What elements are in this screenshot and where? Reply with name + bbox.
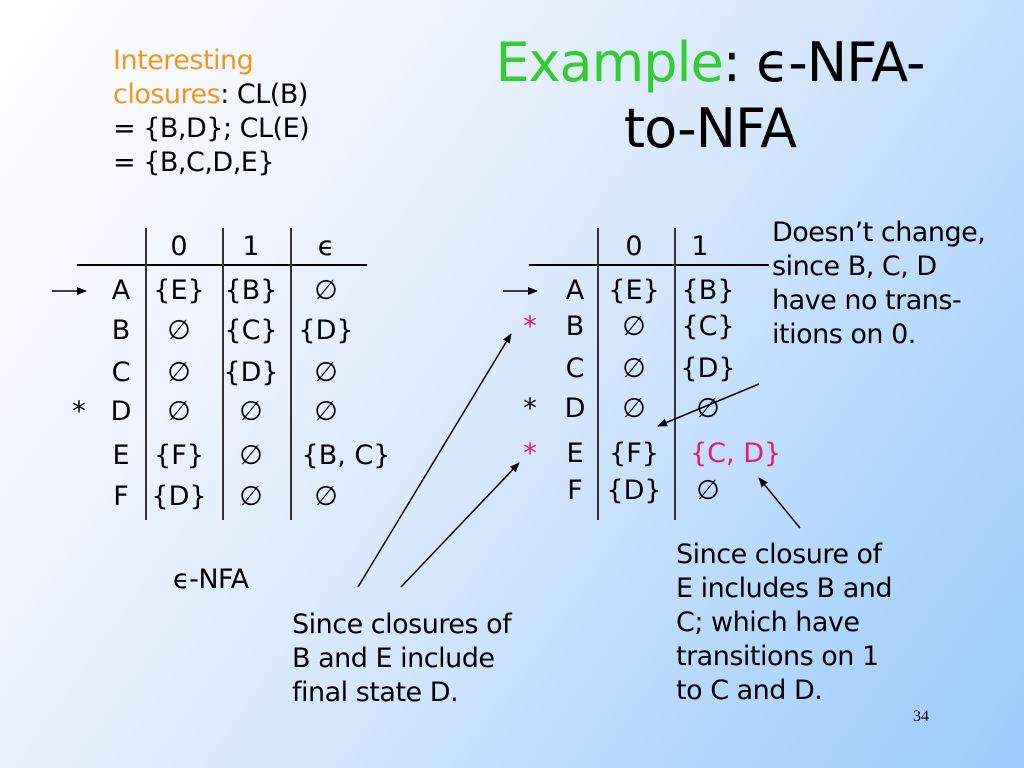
transition-cell: {B} bbox=[224, 275, 278, 306]
nfa-column-divider bbox=[597, 228, 599, 520]
note-line: since B, C, D bbox=[772, 251, 937, 282]
arrow-to-e-star bbox=[400, 462, 520, 588]
note-line: itions on 0. bbox=[772, 319, 916, 350]
title-line-2: to-NFA bbox=[623, 97, 797, 160]
title-accent-word: Example bbox=[495, 31, 723, 94]
transition-cell: {E} bbox=[153, 275, 205, 306]
enfa-column-header: ϵ bbox=[317, 231, 335, 262]
transition-cell: ∅ bbox=[314, 481, 338, 512]
transition-cell: ∅ bbox=[696, 393, 720, 424]
transition-cell: {B} bbox=[681, 275, 735, 306]
state-label: E bbox=[566, 438, 584, 469]
arrow-to-zero-column bbox=[657, 383, 760, 427]
closures-line-1: Interesting bbox=[113, 45, 254, 76]
transition-cell: {B, C} bbox=[301, 440, 391, 471]
transition-cell: ∅ bbox=[622, 311, 646, 342]
transition-cell: {C, D} bbox=[690, 438, 782, 469]
enfa-column-header: 0 bbox=[170, 231, 188, 262]
transition-cell: ∅ bbox=[167, 396, 191, 427]
transition-cell: {D} bbox=[223, 357, 279, 388]
note-line: final state D. bbox=[292, 677, 459, 708]
final-state-marker: * bbox=[72, 396, 86, 427]
state-label: C bbox=[111, 357, 131, 388]
transition-cell: ∅ bbox=[314, 396, 338, 427]
arrow-to-cd-cell bbox=[758, 477, 801, 529]
note-line: Doesn’t change, bbox=[772, 217, 986, 248]
state-label: A bbox=[565, 275, 585, 306]
page-number: 34 bbox=[913, 708, 929, 725]
state-label: A bbox=[111, 275, 131, 306]
note-line: Since closures of bbox=[292, 609, 512, 640]
state-label: B bbox=[111, 315, 131, 346]
note-line: Since closure of bbox=[676, 539, 882, 570]
enfa-caption: ϵ-NFA bbox=[173, 564, 249, 595]
state-label: F bbox=[113, 481, 129, 512]
transition-cell: {F} bbox=[609, 438, 659, 469]
nfa-column-header: 0 bbox=[625, 231, 643, 262]
title-rest: ϵ-NFA- bbox=[739, 31, 925, 94]
note-line: C; which have bbox=[676, 607, 860, 638]
closures-line-3: = {B,D}; CL(E) bbox=[113, 113, 310, 144]
closure-b-label: : CL(B) bbox=[220, 79, 308, 110]
transition-cell: {C} bbox=[224, 315, 278, 346]
state-label: C bbox=[565, 353, 585, 384]
nfa-column-header: 1 bbox=[691, 231, 709, 262]
transition-cell: {D} bbox=[151, 481, 207, 512]
enfa-column-header: 1 bbox=[242, 231, 260, 262]
nfa-header-rule bbox=[529, 264, 769, 266]
transition-cell: {D} bbox=[298, 315, 354, 346]
closures-line-2: closures: CL(B) bbox=[113, 78, 309, 112]
final-state-marker: * bbox=[523, 438, 537, 469]
transition-cell: ∅ bbox=[622, 353, 646, 384]
note-line: to C and D. bbox=[676, 675, 823, 706]
transition-cell: ∅ bbox=[167, 357, 191, 388]
slide-title: Example: ϵ-NFA- to-NFA bbox=[440, 30, 980, 162]
interesting-closures: Interesting closures: CL(B) = {B,D}; CL(… bbox=[113, 44, 310, 180]
final-state-marker: * bbox=[523, 393, 537, 424]
state-label: D bbox=[564, 393, 586, 424]
transition-cell: ∅ bbox=[314, 275, 338, 306]
title-line-1: Example: ϵ-NFA- bbox=[440, 30, 980, 96]
transition-cell: ∅ bbox=[314, 357, 338, 388]
transition-cell: ∅ bbox=[167, 315, 191, 346]
enfa-column-divider bbox=[222, 228, 224, 520]
nfa-column-divider bbox=[674, 228, 676, 520]
state-label: E bbox=[112, 440, 130, 471]
transition-cell: {D} bbox=[680, 353, 736, 384]
closures-line-4: = {B,C,D,E} bbox=[113, 147, 275, 178]
transition-cell: ∅ bbox=[696, 475, 720, 506]
note-line: B and E include bbox=[292, 643, 495, 674]
transition-cell: {D} bbox=[606, 475, 662, 506]
state-label: B bbox=[565, 311, 585, 342]
state-label: F bbox=[567, 475, 583, 506]
arrow-to-b-star bbox=[357, 333, 512, 588]
note-line: transitions on 1 bbox=[676, 641, 879, 672]
transition-cell: ∅ bbox=[239, 440, 263, 471]
transition-cell: ∅ bbox=[622, 393, 646, 424]
note-line: E includes B and bbox=[676, 573, 893, 604]
final-state-marker: * bbox=[523, 311, 537, 342]
transition-cell: ∅ bbox=[239, 396, 263, 427]
title-colon: : bbox=[722, 31, 741, 94]
transition-cell: {F} bbox=[154, 440, 204, 471]
transition-cell: {E} bbox=[608, 275, 660, 306]
enfa-column-divider bbox=[145, 228, 147, 520]
note-line: have no trans- bbox=[772, 285, 962, 316]
enfa-column-divider bbox=[290, 228, 292, 520]
state-label: D bbox=[110, 396, 132, 427]
closures-label: closures bbox=[113, 79, 221, 110]
transition-cell: ∅ bbox=[239, 481, 263, 512]
transition-cell: {C} bbox=[681, 311, 735, 342]
